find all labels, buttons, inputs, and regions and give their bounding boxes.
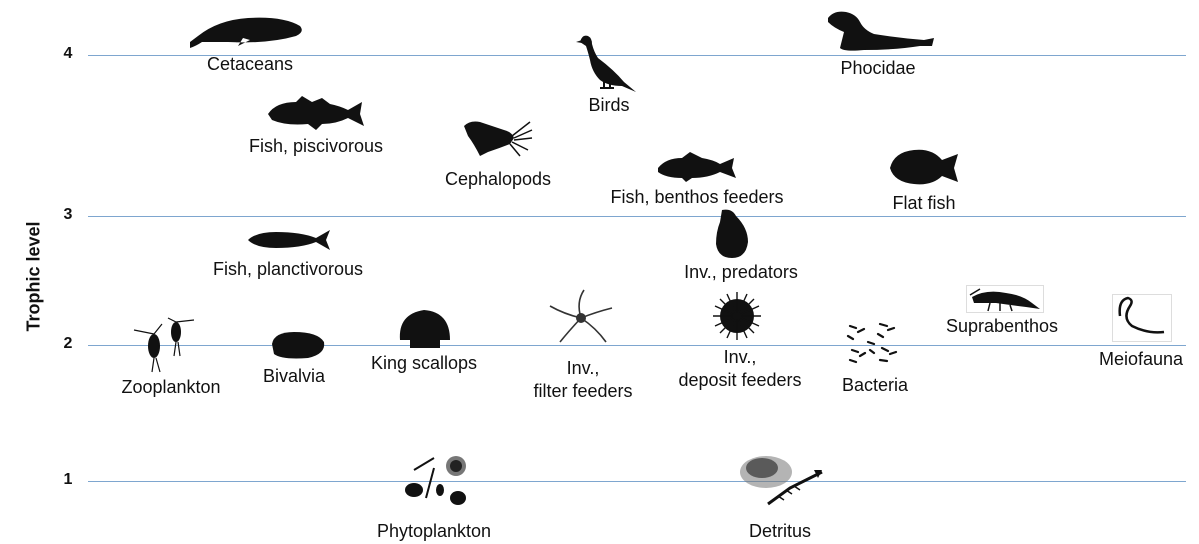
label-fish-planctivorous: Fish, planctivorous [213,258,363,281]
tick-1: 1 [58,471,78,489]
label-meiofauna: Meiofauna [1099,348,1183,371]
gridline-level-3 [88,216,1186,217]
label-zooplankton: Zooplankton [121,376,220,399]
label-bivalvia: Bivalvia [263,365,325,388]
brittle-star-icon [546,288,616,344]
squid-icon [460,116,534,162]
label-cephalopods: Cephalopods [445,168,551,191]
label-suprabenthos: Suprabenthos [946,315,1058,338]
benthic-fish-icon [656,150,738,184]
tick-4: 4 [58,45,78,63]
bacteria-icon [844,320,900,366]
label-inv-predators: Inv., predators [684,261,798,284]
label-cetaceans: Cetaceans [207,53,293,76]
gridline-level-2 [88,345,1186,346]
tick-2: 2 [58,335,78,353]
whelk-icon [712,208,752,260]
flatfish-icon [886,146,962,188]
label-detritus: Detritus [749,520,811,543]
label-inv-filter-feeders-line1: Inv., [533,357,632,380]
label-inv-deposit-feeders-line1: Inv., [678,346,801,369]
label-bacteria: Bacteria [842,374,908,397]
phytoplankton-icon [400,452,470,510]
label-inv-deposit-feeders-line2: deposit feeders [678,369,801,392]
whale-icon [188,12,306,52]
amphipod-icon [966,285,1044,313]
bivalve-icon [268,328,328,360]
label-fish-piscivorous: Fish, piscivorous [249,135,383,158]
seal-icon [824,8,936,54]
copepod-icon [132,316,198,374]
label-phocidae: Phocidae [840,57,915,80]
label-fish-benthos-feeders: Fish, benthos feeders [610,186,783,209]
label-inv-deposit-feeders: Inv., deposit feeders [678,346,801,392]
label-king-scallops: King scallops [371,352,477,375]
sea-urchin-icon [708,290,766,342]
label-inv-filter-feeders: Inv., filter feeders [533,357,632,403]
label-flat-fish: Flat fish [892,192,955,215]
y-axis-label: Trophic level [24,207,45,347]
label-birds: Birds [588,94,629,117]
tick-3: 3 [58,206,78,224]
cod-fish-icon [266,96,366,132]
scallop-icon [396,306,454,350]
herring-icon [246,228,332,252]
bird-icon [574,30,640,96]
label-inv-filter-feeders-line2: filter feeders [533,380,632,403]
gridline-level-1 [88,481,1186,482]
label-phytoplankton: Phytoplankton [377,520,491,543]
nematode-icon [1112,294,1172,342]
detritus-icon [738,448,824,510]
